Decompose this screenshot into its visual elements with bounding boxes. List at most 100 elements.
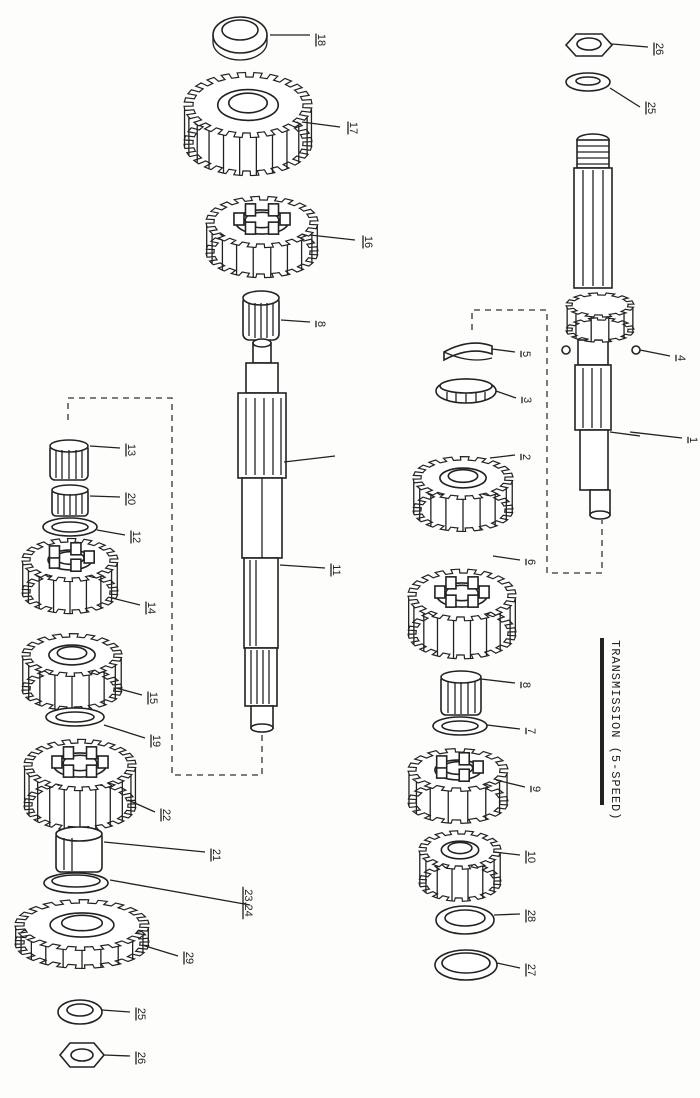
- diagram-title-group: TRANSMISSION (5-SPEED): [600, 638, 622, 820]
- callout-label: 8: [520, 682, 532, 688]
- callout-label: 21: [210, 849, 222, 861]
- callout-label: 14: [145, 602, 157, 614]
- bushing-21: [55, 826, 103, 873]
- callout-c8a: 8: [280, 319, 327, 328]
- callout-label: 15: [147, 692, 159, 704]
- gear-6: [407, 568, 517, 660]
- callout-label: 26: [135, 1052, 147, 1064]
- main-shaft-11: [237, 338, 336, 733]
- callout-label: 26: [653, 43, 665, 55]
- bushing-20: [51, 484, 89, 517]
- callout-label: 23,24: [242, 889, 254, 917]
- callout-c2324: 23,24: [109, 879, 254, 920]
- callout-c13: 13: [89, 443, 137, 457]
- gear-2: [412, 455, 514, 533]
- callout-c27: 27: [496, 962, 537, 977]
- nut-26-top: [564, 33, 614, 57]
- callout-label: 9: [530, 786, 542, 792]
- callout-c21: 21: [103, 841, 222, 862]
- callout-label: 11: [330, 564, 342, 575]
- callout-c10: 10: [493, 850, 537, 864]
- callout-label: 4: [675, 355, 687, 361]
- callout-c25a: 25: [609, 87, 657, 115]
- callout-label: 1: [687, 437, 699, 443]
- callout-c18a: 18: [270, 33, 327, 47]
- washer-27: [434, 949, 498, 981]
- gear-14: [21, 537, 119, 615]
- gear-9: [407, 747, 509, 825]
- callout-label: 17: [347, 122, 359, 134]
- circlip-5: [443, 342, 493, 362]
- needle-bearing-8-right: [440, 670, 482, 716]
- callout-label: 18: [315, 34, 327, 46]
- callout-c16: 16: [309, 234, 374, 249]
- callout-c22: 22: [127, 799, 172, 822]
- gear-10: [418, 830, 502, 902]
- assembly-bracket-left: [67, 397, 263, 776]
- callout-c7: 7: [486, 724, 537, 735]
- callout-c26b: 26: [103, 1051, 147, 1065]
- assembly-bracket-right: [471, 309, 603, 574]
- callout-label: 20: [125, 493, 137, 505]
- callout-c3: 3: [495, 390, 533, 404]
- diagram-title: TRANSMISSION (5-SPEED): [608, 640, 622, 820]
- washer-19: [45, 707, 105, 727]
- callout-label: 16: [362, 236, 374, 248]
- callout-label: 22: [160, 809, 172, 821]
- callout-label: 6: [525, 559, 537, 565]
- callout-c17: 17: [301, 121, 359, 135]
- needle-bearing-8-top: [242, 290, 280, 341]
- gear-16: [205, 195, 319, 279]
- callout-label: 7: [525, 728, 537, 734]
- callout-label: 13: [125, 444, 137, 456]
- callout-label: 3: [521, 397, 533, 403]
- washer-25-top: [565, 72, 611, 92]
- callout-c14: 14: [111, 597, 157, 615]
- callout-c4: 4: [639, 349, 687, 362]
- callout-label: 10: [525, 851, 537, 863]
- callout-c8b: 8: [480, 678, 532, 689]
- callout-label: 12: [130, 531, 142, 543]
- callout-label: 19: [150, 735, 162, 747]
- bushing-3: [435, 378, 497, 404]
- washer-7: [432, 716, 488, 736]
- callout-c6: 6: [492, 555, 537, 566]
- callout-c29: 29: [141, 944, 195, 965]
- callout-c1: 1: [629, 431, 699, 444]
- callout-c9: 9: [495, 779, 542, 793]
- washer-23-24: [43, 872, 109, 894]
- gear-1-integral: [565, 292, 635, 343]
- gear-15: [21, 632, 123, 712]
- callout-c26a: 26: [611, 42, 665, 56]
- callout-label: 27: [525, 964, 537, 976]
- callouts: 181716811132012141519222123,242925262625…: [89, 33, 699, 1065]
- callout-c20: 20: [89, 492, 137, 506]
- callout-label: 8: [315, 321, 327, 327]
- callout-c15: 15: [115, 687, 159, 705]
- washer-12: [42, 517, 98, 537]
- callout-c5: 5: [491, 348, 532, 358]
- callout-label: 2: [520, 454, 532, 460]
- gear-17: [183, 71, 313, 177]
- callout-c25b: 25: [101, 1007, 147, 1021]
- output-shaft-1: [573, 133, 641, 520]
- washer-18: [212, 16, 268, 61]
- callout-c19: 19: [103, 724, 162, 748]
- needle-bearing-13: [49, 439, 89, 481]
- callout-c12: 12: [96, 529, 142, 544]
- sprocket-29: [14, 899, 150, 970]
- callout-label: 29: [183, 952, 195, 964]
- callout-label: 5: [520, 351, 532, 357]
- nut-26-bottom: [58, 1042, 106, 1068]
- washer-28: [435, 905, 495, 935]
- washer-25-bottom: [57, 999, 103, 1025]
- callout-label: 25: [645, 102, 657, 114]
- gear-22: [23, 738, 137, 832]
- callout-c11: 11: [279, 563, 342, 577]
- callout-label: 25: [135, 1008, 147, 1020]
- callout-label: 28: [525, 910, 537, 922]
- callout-c2: 2: [489, 453, 532, 461]
- callout-c28: 28: [493, 909, 537, 923]
